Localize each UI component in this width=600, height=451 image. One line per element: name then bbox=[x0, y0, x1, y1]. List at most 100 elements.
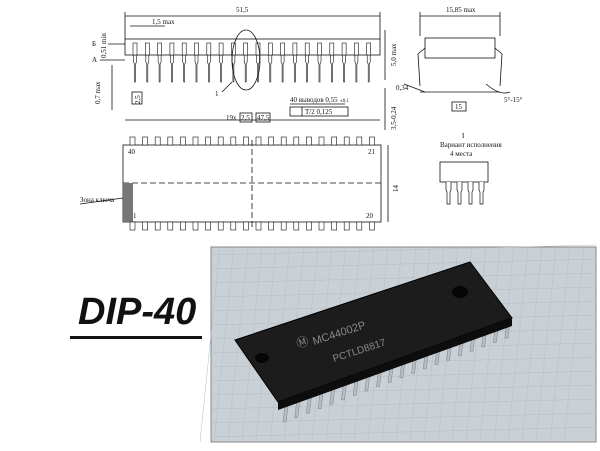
top-pin bbox=[255, 136, 262, 146]
side-pin bbox=[132, 42, 138, 56]
leads-note-tol: ±0,1 bbox=[340, 99, 349, 104]
dim-lead-thickness: 0,34 bbox=[396, 84, 409, 92]
pin-40: 40 bbox=[128, 148, 136, 156]
bottom-pin bbox=[205, 221, 211, 231]
side-pin bbox=[366, 42, 372, 56]
bottom-pin bbox=[217, 221, 224, 231]
label-1: 1 bbox=[215, 90, 219, 98]
side-pin bbox=[194, 42, 199, 56]
grid-line bbox=[507, 246, 529, 443]
photo-pin bbox=[434, 348, 441, 365]
top-pin bbox=[230, 136, 237, 146]
key-zone-hatch bbox=[123, 183, 133, 222]
chip-photo: Ⓜ MC44002P PCTLD8817 bbox=[199, 244, 597, 443]
grid-line bbox=[493, 246, 515, 443]
side-pin-leg bbox=[330, 55, 334, 83]
variant-line2: 4 места bbox=[450, 150, 473, 158]
bottom-pin bbox=[343, 221, 350, 231]
top-pin bbox=[318, 136, 325, 146]
chip-logo: Ⓜ bbox=[295, 334, 311, 351]
top-pin bbox=[369, 136, 375, 146]
photo-pin bbox=[329, 388, 335, 405]
variant-title: I bbox=[462, 132, 465, 140]
bottom-pin bbox=[318, 221, 325, 231]
side-pin-leg bbox=[170, 55, 174, 83]
bottom-pin bbox=[230, 221, 237, 231]
photo-pin bbox=[352, 379, 359, 396]
pitch-value: 2,5 bbox=[241, 114, 250, 122]
dim-length: 51,5 bbox=[236, 6, 249, 14]
bottom-pin bbox=[142, 221, 148, 231]
photo-pin bbox=[376, 370, 382, 387]
bottom-pin bbox=[268, 221, 274, 231]
dim-pitch: 2,5 bbox=[134, 95, 142, 104]
side-pin bbox=[145, 42, 150, 56]
dim-angle: 5°-15° bbox=[504, 96, 523, 104]
side-pin bbox=[255, 42, 261, 56]
bottom-pin bbox=[306, 221, 312, 231]
dim-body-width: 14 bbox=[392, 185, 400, 193]
title-underline bbox=[70, 336, 202, 339]
grid-line bbox=[213, 246, 235, 443]
dim-width-max: 15,85 max bbox=[446, 6, 476, 14]
bottom-pin bbox=[243, 221, 249, 231]
top-pin bbox=[154, 136, 161, 146]
side-pin bbox=[169, 42, 175, 56]
grid-line bbox=[549, 246, 571, 443]
side-pin bbox=[267, 42, 273, 56]
top-pin bbox=[280, 136, 287, 146]
dim-lead-body: 0,7 max bbox=[94, 81, 102, 104]
variant-pin bbox=[478, 182, 485, 205]
side-pin-leg bbox=[207, 55, 211, 83]
side-pin-leg bbox=[243, 55, 248, 83]
side-pin-leg bbox=[305, 55, 309, 83]
total-pitch: 47,5 bbox=[257, 114, 270, 122]
side-pin-leg bbox=[256, 55, 260, 83]
side-pin bbox=[354, 42, 359, 56]
photo-pin bbox=[422, 352, 429, 370]
top-pin bbox=[331, 136, 337, 146]
variant-line1: Вариант исполнения bbox=[440, 141, 503, 149]
side-view bbox=[100, 12, 386, 130]
variant-pin bbox=[445, 182, 452, 205]
side-pin-leg bbox=[157, 55, 162, 83]
side-pin-leg bbox=[317, 55, 322, 83]
side-pin bbox=[280, 42, 285, 56]
dim-standoff: 3,5-0,24 bbox=[390, 106, 398, 130]
side-pin-leg bbox=[268, 55, 273, 83]
grid-line bbox=[210, 244, 597, 256]
package-title: DIP-40 bbox=[78, 291, 197, 333]
photo-pin bbox=[306, 397, 312, 414]
top-view-pins-lower bbox=[129, 221, 375, 231]
bottom-pin bbox=[154, 221, 161, 231]
side-pin bbox=[181, 42, 187, 56]
end-view bbox=[403, 12, 511, 112]
side-pin-leg bbox=[194, 55, 199, 83]
grid-line bbox=[210, 426, 597, 438]
top-pin bbox=[217, 136, 224, 146]
chip-notch bbox=[255, 353, 269, 363]
side-view-pins bbox=[132, 42, 372, 83]
side-pin bbox=[329, 42, 335, 56]
top-pin bbox=[268, 136, 274, 146]
leads-note: 40 выводов 0,55 bbox=[290, 96, 338, 104]
grid-line bbox=[199, 246, 221, 443]
bottom-pin bbox=[280, 221, 287, 231]
top-pin bbox=[192, 136, 199, 146]
top-pin bbox=[243, 136, 249, 146]
end-view-body bbox=[424, 37, 496, 59]
variant-pin bbox=[456, 182, 463, 205]
grid-line bbox=[210, 272, 597, 284]
photo-pin bbox=[387, 366, 394, 383]
photo-pin bbox=[364, 375, 371, 392]
pin-20: 20 bbox=[366, 212, 374, 220]
dim-lead-top: 1,5 max bbox=[152, 18, 175, 26]
side-view-body bbox=[124, 38, 381, 56]
label-b: Б bbox=[92, 40, 96, 48]
bottom-pin bbox=[369, 221, 375, 231]
top-pin bbox=[129, 136, 136, 146]
dim-row-spacing: 15 bbox=[455, 103, 463, 111]
top-pin bbox=[142, 136, 148, 146]
top-pin bbox=[306, 136, 312, 146]
